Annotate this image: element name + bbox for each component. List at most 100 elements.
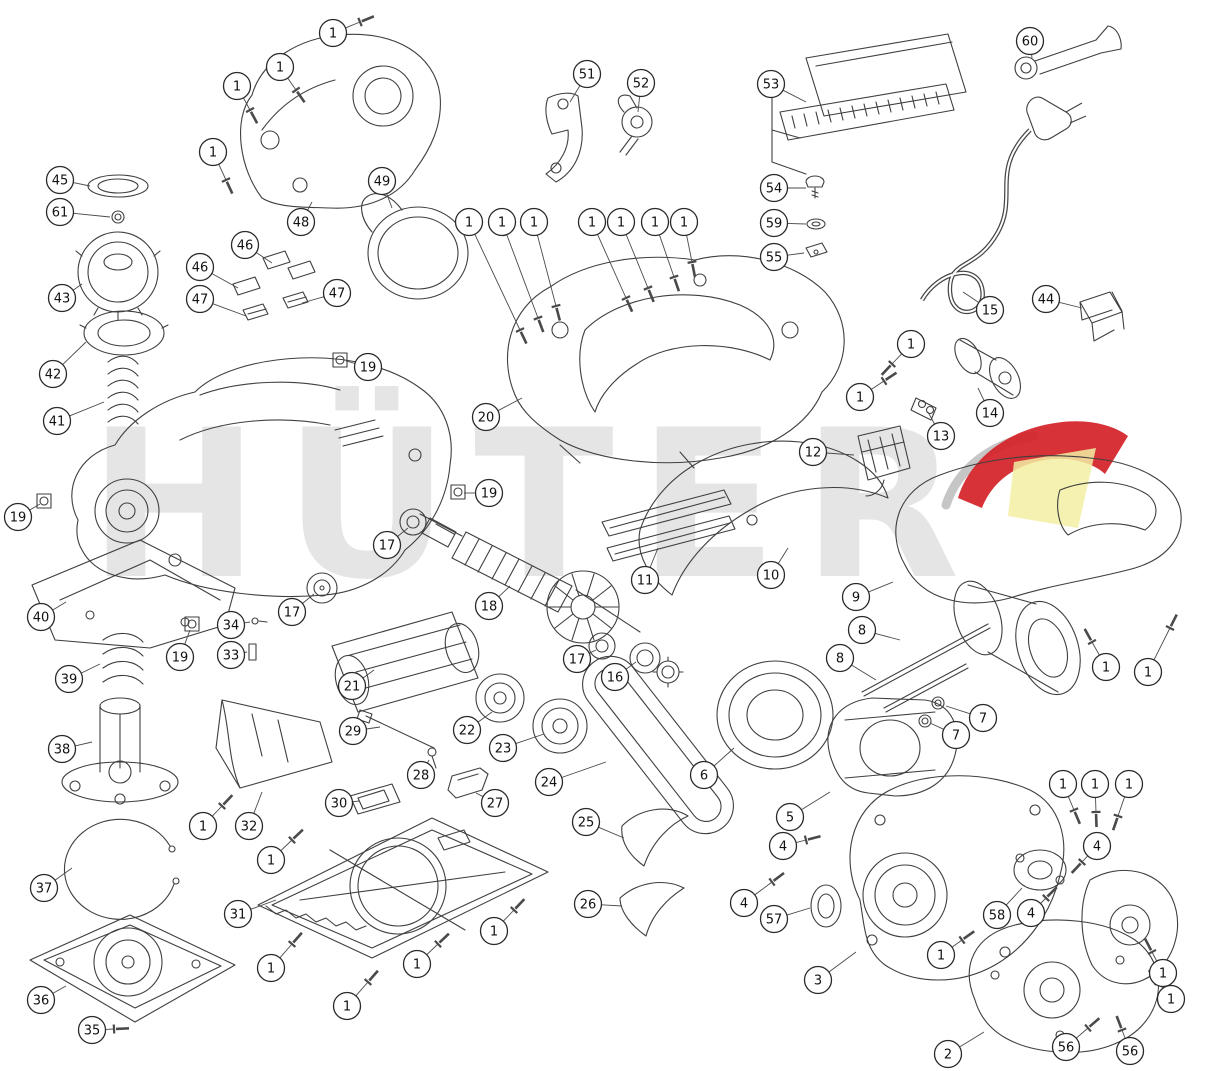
svg-text:6: 6 (700, 769, 708, 784)
svg-text:11: 11 (637, 574, 654, 589)
svg-text:58: 58 (989, 909, 1006, 924)
callout-balloon: 1 (256, 953, 286, 983)
callout-balloon: 46 (185, 252, 215, 282)
callout-balloon: 39 (54, 664, 84, 694)
callout-balloon: 48 (286, 207, 316, 237)
callout-balloon: 33 (216, 640, 246, 670)
part-18-armature (419, 513, 641, 644)
callout-balloon: 19 (3, 502, 33, 532)
screw-glyph (287, 931, 303, 948)
svg-text:61: 61 (52, 206, 69, 221)
screw-glyph (509, 898, 526, 914)
part-26-shim (619, 882, 685, 937)
svg-text:17: 17 (284, 606, 301, 621)
part-60-wrench (1014, 25, 1122, 80)
svg-text:8: 8 (858, 624, 866, 639)
callout-balloon: 46 (230, 230, 260, 260)
callout-balloon: 29 (338, 716, 368, 746)
screw-glyph (621, 295, 634, 313)
part-37-circlip (63, 818, 180, 920)
part-61-nut (111, 210, 125, 224)
screw-glyph (1115, 1015, 1127, 1033)
callout-balloon: 1 (1091, 652, 1121, 682)
svg-text:32: 32 (241, 820, 258, 835)
svg-text:30: 30 (331, 797, 348, 812)
svg-text:19: 19 (172, 651, 189, 666)
callout-balloon: 38 (47, 734, 77, 764)
screw-glyph (1070, 858, 1087, 874)
screw-glyph (1111, 813, 1123, 831)
svg-text:1: 1 (498, 216, 506, 231)
part-main-housing (71, 357, 452, 597)
screw-glyph (1084, 1017, 1101, 1033)
callout-balloon: 51 (572, 59, 602, 89)
part-24-belt (582, 655, 734, 835)
callout-balloon: 28 (406, 760, 436, 790)
screw-glyph (643, 285, 655, 303)
part-20-top-housing (507, 255, 845, 469)
callout-balloon: 5 (775, 802, 805, 832)
screw-glyph (515, 327, 528, 345)
part-36-sole-plate (29, 914, 236, 1023)
callout-balloon: 2 (933, 1039, 963, 1069)
svg-text:18: 18 (481, 600, 498, 615)
svg-text:1: 1 (1125, 778, 1133, 793)
callout-balloon: 19 (474, 478, 504, 508)
callout-balloon: 18 (474, 591, 504, 621)
svg-text:56: 56 (1058, 1041, 1075, 1056)
callout-balloon: 1 (222, 71, 252, 101)
svg-text:2: 2 (944, 1048, 952, 1063)
screw-glyph (880, 360, 897, 376)
screw-glyph (291, 86, 306, 104)
callout-balloon: 3 (803, 965, 833, 995)
svg-text:56: 56 (1122, 1045, 1139, 1060)
callout-balloon: 19 (165, 642, 195, 672)
part-14-roller (954, 337, 1021, 399)
callout-balloon: 1 (487, 207, 517, 237)
svg-text:1: 1 (680, 216, 688, 231)
svg-text:27: 27 (487, 797, 504, 812)
svg-text:40: 40 (33, 611, 50, 626)
svg-text:1: 1 (1159, 967, 1167, 982)
svg-text:1: 1 (1167, 993, 1175, 1008)
callout-balloon: 12 (798, 437, 828, 467)
part-16-bearing-gear (629, 642, 684, 688)
svg-text:21: 21 (344, 680, 361, 695)
part-43-star-knob (75, 231, 161, 321)
callout-balloon: 30 (324, 788, 354, 818)
svg-text:1: 1 (907, 338, 915, 353)
callout-balloon: 1 (188, 811, 218, 841)
svg-text:5: 5 (786, 811, 794, 826)
callout-balloon: 1 (606, 207, 636, 237)
part-23-pulley (532, 698, 588, 754)
svg-text:1: 1 (267, 962, 275, 977)
svg-text:12: 12 (805, 446, 822, 461)
part-30-box (349, 783, 401, 815)
svg-text:1: 1 (490, 925, 498, 940)
part-52-knob-bolt (617, 94, 653, 156)
callout-balloon: 1 (198, 137, 228, 167)
part-33-pin (248, 643, 257, 661)
part-48-front-cover (240, 33, 441, 209)
part-9-right-housing (895, 455, 1182, 696)
callout-balloon: 7 (968, 703, 998, 733)
svg-text:7: 7 (952, 729, 960, 744)
svg-text:54: 54 (766, 182, 783, 197)
callout-balloon: 1 (1156, 984, 1186, 1014)
svg-text:1: 1 (209, 146, 217, 161)
screw-glyph (958, 930, 975, 945)
callout-balloon: 26 (573, 889, 603, 919)
svg-text:1: 1 (233, 80, 241, 95)
part-12-switch (857, 425, 911, 497)
svg-text:36: 36 (33, 994, 50, 1009)
callout-balloon: 54 (759, 173, 789, 203)
svg-text:1: 1 (617, 216, 625, 231)
screw-glyph (1083, 628, 1097, 646)
svg-text:17: 17 (569, 653, 586, 668)
svg-text:43: 43 (54, 292, 71, 307)
screw-glyph (363, 969, 379, 986)
callout-balloon: 16 (600, 662, 630, 692)
svg-text:26: 26 (580, 898, 597, 913)
callout-balloon: 1 (896, 329, 926, 359)
callout-balloon: 9 (841, 582, 871, 612)
